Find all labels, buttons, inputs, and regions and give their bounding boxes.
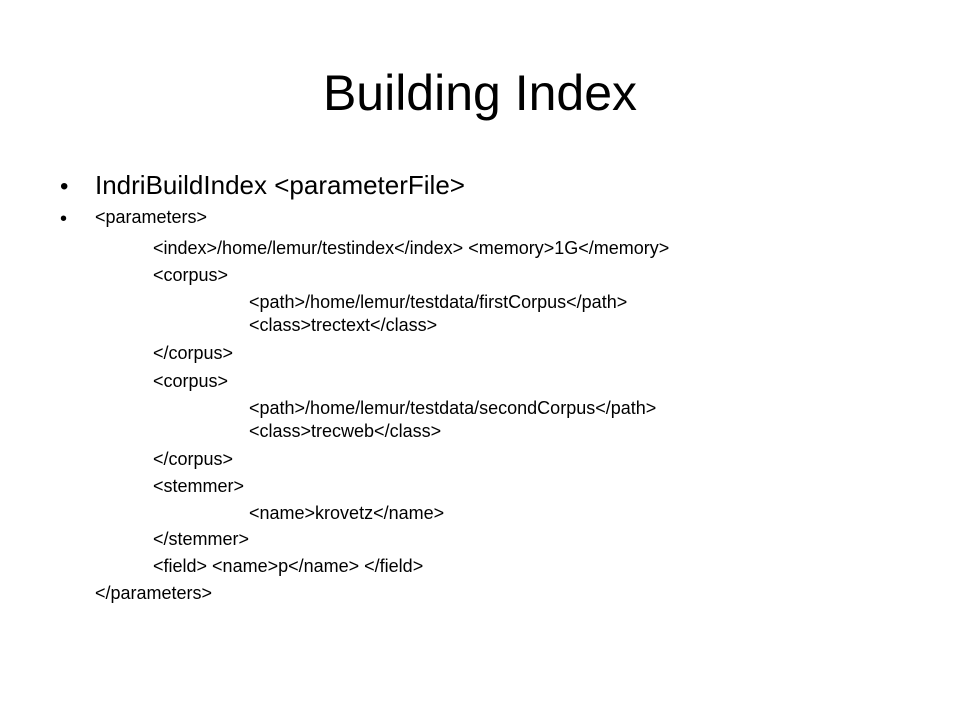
- xml-line: <corpus>: [153, 265, 229, 285]
- bullet-marker: •: [60, 173, 69, 200]
- bullet-marker: •: [60, 208, 68, 230]
- xml-line: <path>/home/lemur/testdata/secondCorpus<…: [249, 398, 657, 418]
- xml-line: <path>/home/lemur/testdata/firstCorpus</…: [249, 292, 628, 312]
- parameters-close-tag: </parameters>: [95, 583, 213, 603]
- xml-line: <index>/home/lemur/testindex</index> <me…: [153, 238, 670, 258]
- xml-line: <field> <name>p</name> </field>: [153, 556, 424, 576]
- xml-line: <corpus>: [153, 371, 229, 391]
- xml-line: </stemmer>: [153, 529, 250, 549]
- parameters-open-tag: <parameters>: [95, 207, 208, 227]
- xml-line: <stemmer>: [153, 476, 245, 496]
- xml-line: <class>trecweb</class>: [249, 421, 442, 441]
- slide-title: Building Index: [322, 65, 638, 121]
- bullet-command: IndriBuildIndex <parameterFile>: [95, 170, 465, 200]
- xml-line: <class>trectext</class>: [249, 315, 438, 335]
- xml-line: <name>krovetz</name>: [249, 503, 445, 523]
- xml-line: </corpus>: [153, 343, 234, 363]
- xml-line: </corpus>: [153, 449, 234, 469]
